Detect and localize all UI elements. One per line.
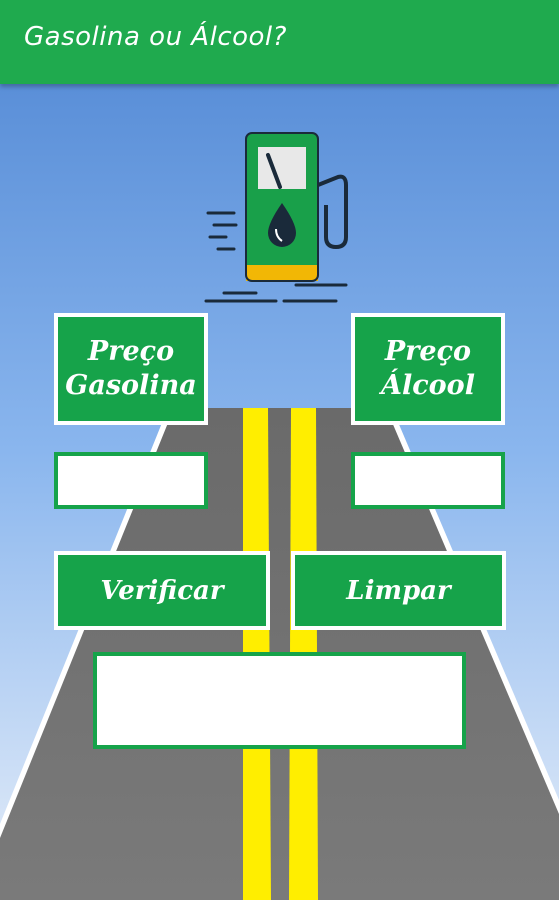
fuel-pump-icon bbox=[204, 132, 348, 303]
alcohol-price-label: Preço Álcool bbox=[351, 313, 505, 425]
clear-button[interactable]: Limpar bbox=[291, 551, 506, 630]
gasoline-price-input[interactable] bbox=[54, 452, 208, 509]
alcohol-price-input[interactable] bbox=[351, 452, 505, 509]
alcohol-price-label-text: Preço Álcool bbox=[381, 336, 475, 401]
result-display bbox=[93, 652, 466, 749]
app-title: Gasolina ou Álcool? bbox=[24, 22, 287, 52]
gasoline-price-label: Preço Gasolina bbox=[54, 313, 208, 425]
gasoline-price-label-text: Preço Gasolina bbox=[65, 336, 197, 401]
verify-button[interactable]: Verificar bbox=[54, 551, 270, 630]
app-bar: Gasolina ou Álcool? bbox=[0, 0, 559, 84]
